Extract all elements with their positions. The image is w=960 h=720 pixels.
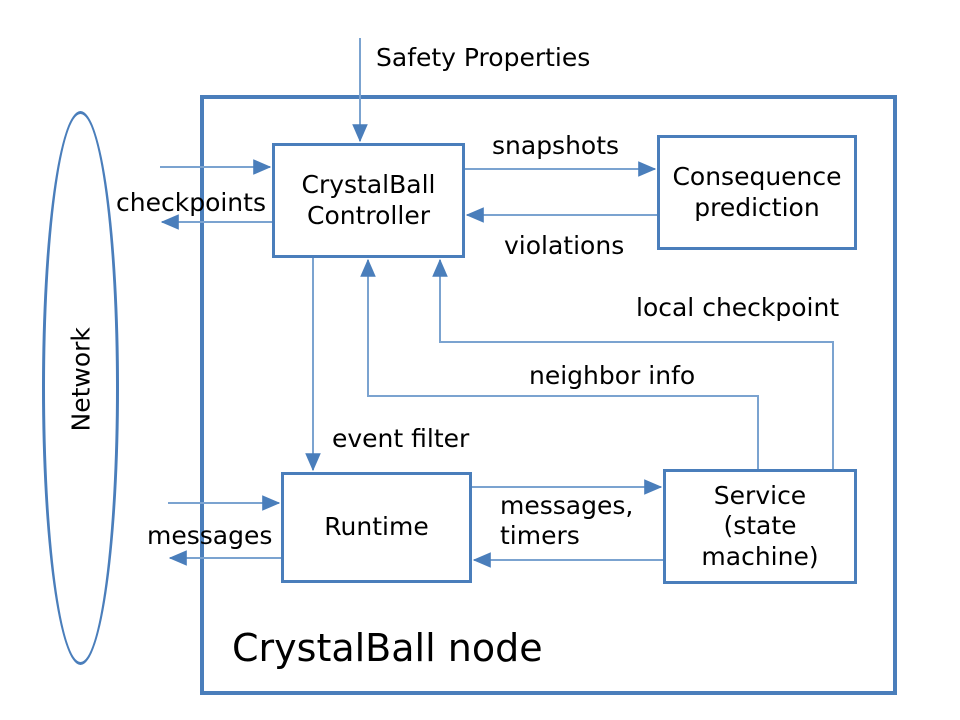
box-label-line1: Consequence [672, 162, 842, 191]
edge-label-violations: violations [504, 231, 625, 260]
network-ellipse [42, 111, 119, 665]
box-label-line1: CrystalBall [301, 170, 436, 199]
box-label-line2: Controller [307, 200, 430, 230]
edge-label-safety-properties: Safety Properties [376, 43, 591, 72]
crystalball-node-frame [200, 95, 897, 695]
edge-label-messages-timers: messages, timers [500, 491, 633, 551]
edge-label-local-checkpoint: local checkpoint [636, 293, 840, 322]
box-label-line2: (state [723, 511, 797, 541]
box-label-line3: machine) [701, 541, 819, 571]
edge-label-snapshots: snapshots [492, 131, 620, 160]
box-consequence-prediction[interactable]: Consequence prediction [657, 135, 857, 250]
box-runtime[interactable]: Runtime [281, 472, 472, 583]
box-label-line1: Service [713, 480, 807, 510]
edge-label-checkpoints: checkpoints [116, 188, 266, 217]
edge-label-messages: messages [147, 521, 273, 550]
crystalball-node-title: CrystalBall node [232, 626, 543, 670]
box-label-line1: Runtime [324, 512, 429, 542]
box-service-state-machine[interactable]: Service (state machine) [663, 469, 857, 584]
edge-label-neighbor-info: neighbor info [529, 361, 696, 390]
edge-label-event-filter: event filter [332, 424, 470, 453]
network-label: Network [66, 327, 96, 432]
box-label-line2: prediction [694, 192, 820, 222]
edge-label-messages-timers-line2: timers [500, 521, 580, 550]
box-crystalball-controller[interactable]: CrystalBall Controller [272, 143, 465, 258]
edge-label-messages-timers-line1: messages, [500, 491, 634, 520]
